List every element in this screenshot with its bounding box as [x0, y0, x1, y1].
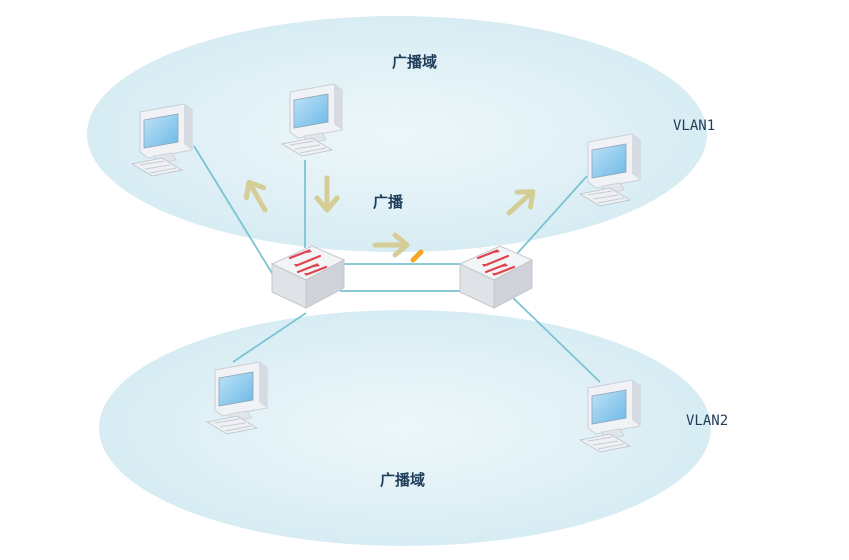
broadcast-domain-top	[87, 16, 707, 252]
blocked-port-marker	[410, 249, 424, 263]
vlan1-label: VLAN1	[673, 118, 715, 134]
bottom-domain-label: 广播域	[380, 471, 425, 489]
network-links	[193, 145, 601, 383]
broadcast-label: 广播	[373, 193, 404, 211]
vlan2-label: VLAN2	[686, 413, 728, 429]
network-switch-icon	[458, 244, 534, 310]
top-domain-label: 广播域	[392, 53, 437, 71]
network-switch-icon	[270, 244, 346, 310]
